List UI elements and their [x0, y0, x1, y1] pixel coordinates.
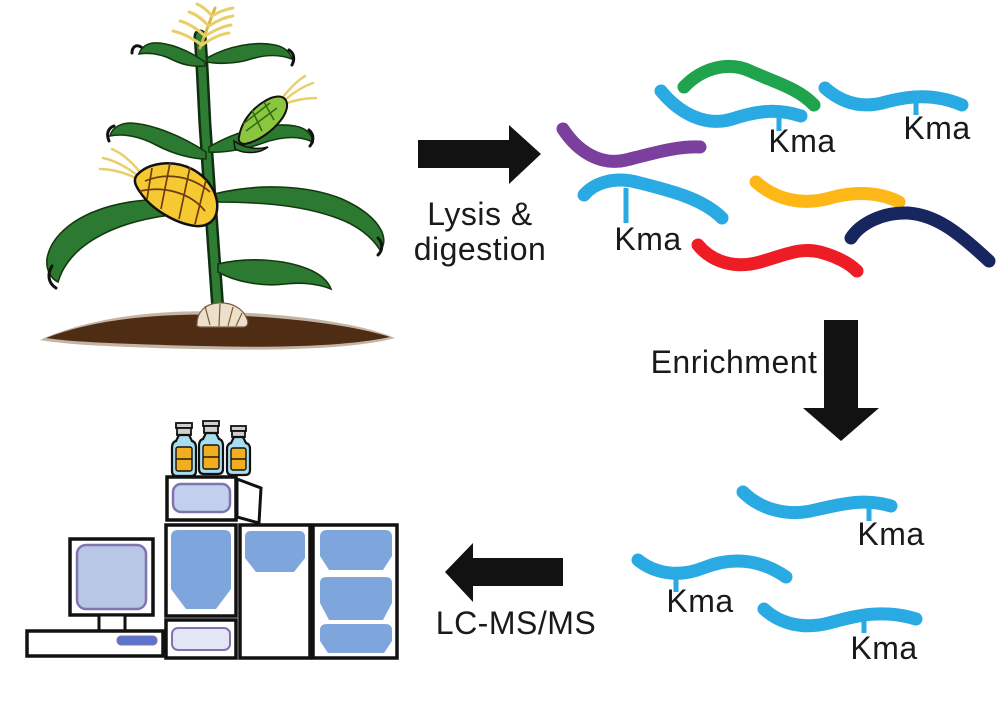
- peptide-mixture: [556, 59, 996, 278]
- root-bulb: [196, 302, 249, 328]
- tassel-fronds: [171, 2, 235, 47]
- corn-ear-large: [98, 147, 219, 228]
- ear-silk: [281, 74, 318, 106]
- kma-label: Kma: [666, 583, 734, 619]
- peptides-kma-enriched: [631, 485, 923, 633]
- arrow-left-lcms: [445, 543, 563, 602]
- peptide-red: [691, 238, 864, 278]
- husk-body: [237, 95, 289, 146]
- kma-label: Kma: [850, 630, 918, 666]
- tassel: [171, 2, 235, 50]
- ear-silk: [98, 147, 141, 180]
- kma-label: Kma: [614, 221, 682, 257]
- kma-label: Kma: [768, 123, 836, 159]
- ear-collar: [233, 139, 269, 154]
- enrichment-label: Enrichment: [650, 344, 818, 380]
- kma-label: Kma: [857, 516, 925, 552]
- solvent-bottles: [170, 420, 252, 478]
- peptide-navy: [844, 206, 996, 268]
- monitor-screen: [75, 543, 148, 611]
- arrow-right-lysis: [418, 125, 541, 184]
- column-panel: [245, 531, 305, 572]
- peptide-cyan-3: [577, 173, 729, 225]
- lcms-instrument-illustration: [25, 420, 399, 660]
- autosampler-tray: [171, 482, 232, 514]
- bottle: [197, 420, 225, 476]
- root-lines: [204, 303, 243, 327]
- husk-grid: [242, 101, 278, 132]
- peptide-cyan-c: [757, 602, 923, 633]
- lysis-label-line2: digestion: [413, 231, 547, 267]
- keyboard-key: [116, 635, 158, 646]
- detector-panel: [171, 627, 231, 651]
- corn-plant-illustration: [40, 2, 395, 350]
- peptide-cyan-b: [631, 553, 793, 584]
- roots: [196, 302, 249, 328]
- peptide-purple: [556, 122, 707, 168]
- ear-kernel-grid: [139, 162, 211, 225]
- soil-mound: [46, 314, 390, 347]
- peptide-green: [677, 59, 821, 112]
- arrow-down-enrichment: [803, 320, 879, 441]
- ear-body: [133, 162, 219, 228]
- ms-panels: [320, 530, 392, 653]
- bottle: [225, 425, 252, 477]
- peptides-kma-top: [577, 81, 969, 225]
- kma-label: Kma: [903, 110, 971, 146]
- pump-panel: [171, 530, 231, 609]
- corn-ear-small: [233, 74, 318, 154]
- bottle: [170, 422, 198, 478]
- lysis-label-line1: Lysis &: [427, 196, 533, 232]
- lcms-label: LC-MS/MS: [435, 605, 597, 641]
- peptide-cyan-2: [818, 81, 969, 112]
- leaf-tips: [47, 44, 384, 290]
- peptide-yellow: [749, 175, 906, 209]
- peptide-cyan-a: [736, 485, 898, 519]
- autosampler-door: [235, 476, 263, 525]
